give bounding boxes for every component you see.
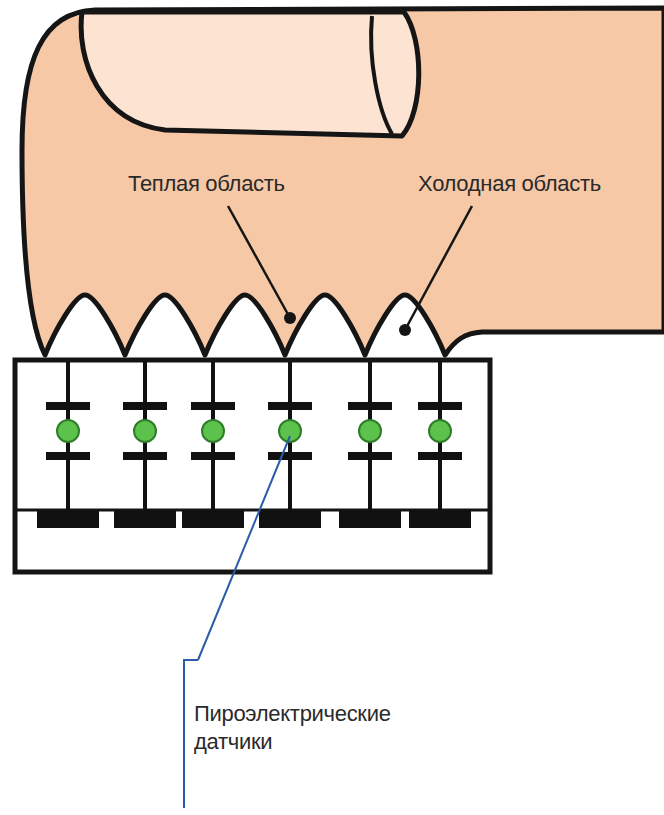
sensor-label: Пироэлектрические датчики (194, 700, 434, 755)
leader-line (405, 206, 472, 330)
region-label: Холодная область (418, 170, 648, 198)
leader-line (228, 206, 290, 318)
leader-dot (284, 312, 296, 324)
fingernail (81, 12, 419, 136)
finger (22, 8, 664, 355)
region-label: Теплая область (128, 170, 328, 198)
leader-dot (399, 324, 411, 336)
sensor-housing (15, 360, 490, 572)
pyroelectric-sensor-array (37, 362, 471, 528)
nail-edge (371, 16, 392, 134)
leader-line (198, 436, 290, 660)
